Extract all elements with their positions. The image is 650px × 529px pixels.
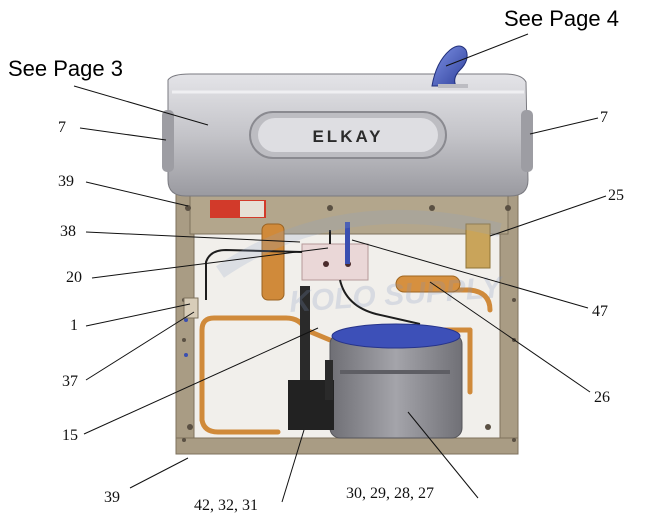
callout-20: 20	[66, 269, 82, 286]
callout-1: 1	[70, 317, 78, 334]
mount-bracket	[465, 223, 491, 269]
warning-label-text-area	[240, 201, 264, 217]
blue-probe	[345, 222, 350, 264]
compressor	[329, 323, 463, 439]
callout-7-right: 7	[600, 109, 608, 126]
wiring	[205, 230, 421, 325]
bubbler	[431, 45, 468, 87]
relay-post-2	[325, 360, 333, 400]
callout-7-left: 7	[58, 119, 66, 136]
callout-30-29-28-27: 30, 29, 28, 27	[346, 485, 434, 502]
side-cap-left	[162, 110, 174, 172]
callout-15: 15	[62, 427, 78, 444]
side-clip	[183, 297, 199, 319]
callout-39-bottom: 39	[104, 489, 120, 506]
see-page-3-label: See Page 3	[8, 56, 123, 81]
callout-38: 38	[60, 223, 76, 240]
cooling-tank	[261, 223, 285, 301]
callout-39-top: 39	[58, 173, 74, 190]
callout-47: 47	[592, 303, 608, 320]
relay-post	[300, 286, 310, 380]
drier-tube	[395, 275, 461, 293]
see-page-4-label: See Page 4	[504, 6, 619, 31]
side-cap-right	[521, 110, 533, 172]
callout-37: 37	[62, 373, 78, 390]
callout-25: 25	[608, 187, 624, 204]
rail-markers	[184, 318, 188, 357]
control-box	[301, 243, 369, 281]
leader-lines	[73, 33, 607, 503]
callout-42-32-31: 42, 32, 31	[194, 497, 258, 514]
brand-logo: ELKAY	[312, 127, 383, 146]
callout-26: 26	[594, 389, 610, 406]
logo-plate-inner	[258, 118, 438, 152]
control-knob-left	[323, 261, 329, 267]
